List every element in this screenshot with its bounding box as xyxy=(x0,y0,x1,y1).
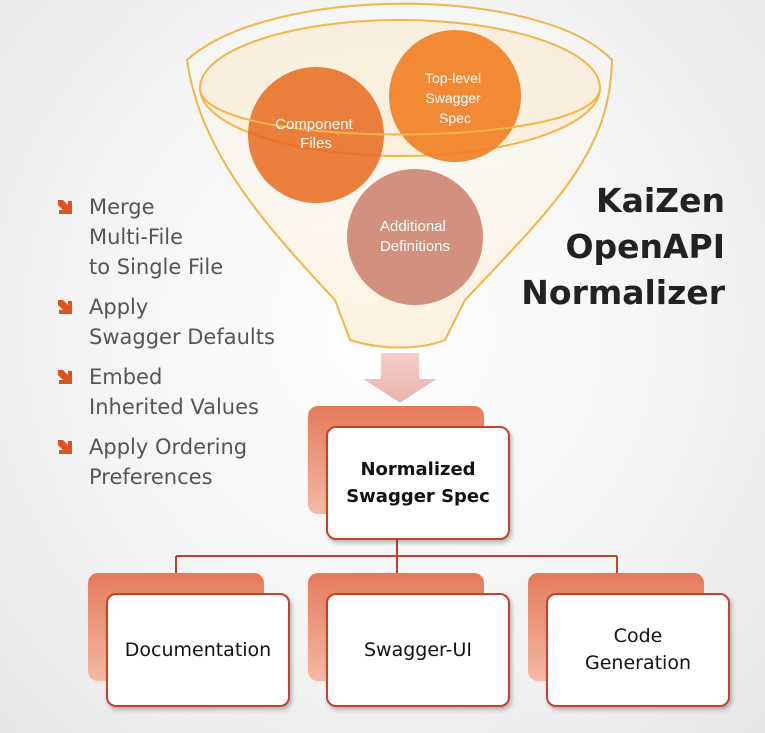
toplevel-spec-label: Top-level Swagger Spec xyxy=(425,70,485,126)
additional-line-1: Additional xyxy=(380,218,446,235)
additional-definitions-circle xyxy=(347,169,483,305)
toplevel-spec-circle xyxy=(389,30,521,162)
arrow-down-right-icon xyxy=(58,200,72,214)
component-files-circle xyxy=(248,67,384,203)
component-files-line-2: Files xyxy=(300,135,332,152)
feature-text: Apply Swagger Defaults xyxy=(89,295,275,349)
feature-text: Embed Inherited Values xyxy=(89,365,259,419)
arrow-down-right-icon xyxy=(58,440,72,454)
feature-item: Embed Inherited Values xyxy=(55,362,315,422)
arrow-down-right-icon xyxy=(58,300,72,314)
toplevel-line-3: Spec xyxy=(439,110,471,126)
feature-text: Apply Ordering Preferences xyxy=(89,435,248,489)
additional-definitions-label: Additional Definitions xyxy=(380,218,450,255)
code-generation-box: Code Generation xyxy=(546,593,730,707)
feature-item: Apply Swagger Defaults xyxy=(55,292,315,352)
feature-item: Apply Ordering Preferences xyxy=(55,432,315,492)
down-arrow-icon xyxy=(356,351,444,406)
component-files-label: Component Files xyxy=(275,116,357,152)
toplevel-line-1: Top-level xyxy=(425,70,481,86)
swagger-ui-box: Swagger-UI xyxy=(326,593,510,707)
funnel-rim-overlay xyxy=(199,87,601,136)
component-files-line-1: Component xyxy=(275,116,353,133)
toplevel-line-2: Swagger xyxy=(425,90,481,106)
arrow-down-right-icon xyxy=(58,370,72,384)
feature-item: Merge Multi-File to Single File xyxy=(55,192,315,282)
additional-line-2: Definitions xyxy=(380,238,450,255)
feature-text: Merge Multi-File to Single File xyxy=(89,195,224,279)
documentation-box: Documentation xyxy=(106,593,290,707)
normalized-spec-box: Normalized Swagger Spec xyxy=(326,426,510,540)
diagram-title: KaiZen OpenAPI Normalizer xyxy=(521,181,725,312)
